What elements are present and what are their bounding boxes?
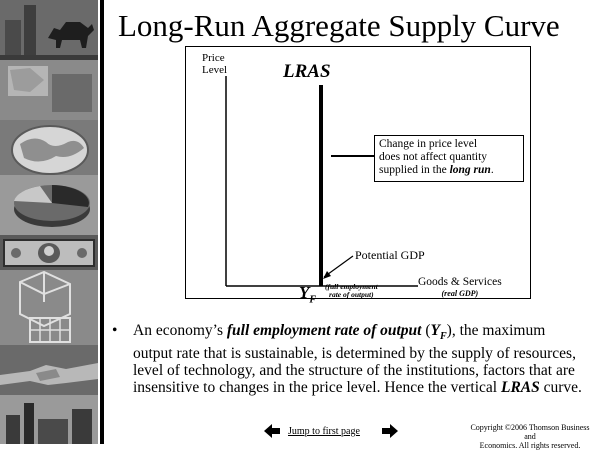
footer-nav: Jump to first page [264, 424, 398, 438]
slide-title: Long-Run Aggregate Supply Curve [118, 8, 560, 43]
callout-box: Change in price level does not affect qu… [374, 135, 524, 182]
globe-icon [0, 120, 98, 175]
yf-label: YF [299, 283, 317, 306]
potential-gdp-arrowhead [323, 271, 331, 279]
map-icon [0, 60, 98, 120]
buildings-icon [0, 270, 98, 345]
next-arrow-icon[interactable] [380, 424, 398, 441]
sidebar-divider [100, 0, 104, 444]
bull-icon [0, 0, 98, 60]
prev-arrow-icon[interactable] [264, 424, 282, 441]
factory-icon [0, 395, 98, 444]
bullet-marker: • [112, 322, 118, 339]
lras-label: LRAS [283, 61, 331, 82]
explanation-text: An economy’s full employment rate of out… [133, 322, 582, 397]
pie-chart-icon [0, 175, 98, 235]
dollar-bill-icon [0, 235, 98, 270]
jump-to-first-page-link[interactable]: Jump to first page [288, 426, 360, 437]
potential-gdp-label: Potential GDP [355, 248, 425, 262]
x-axis-label: Goods & Services(real GDP) [418, 276, 502, 298]
diagram-lines [225, 76, 418, 287]
sidebar-image-strip [0, 0, 98, 444]
handshake-icon [0, 345, 98, 395]
